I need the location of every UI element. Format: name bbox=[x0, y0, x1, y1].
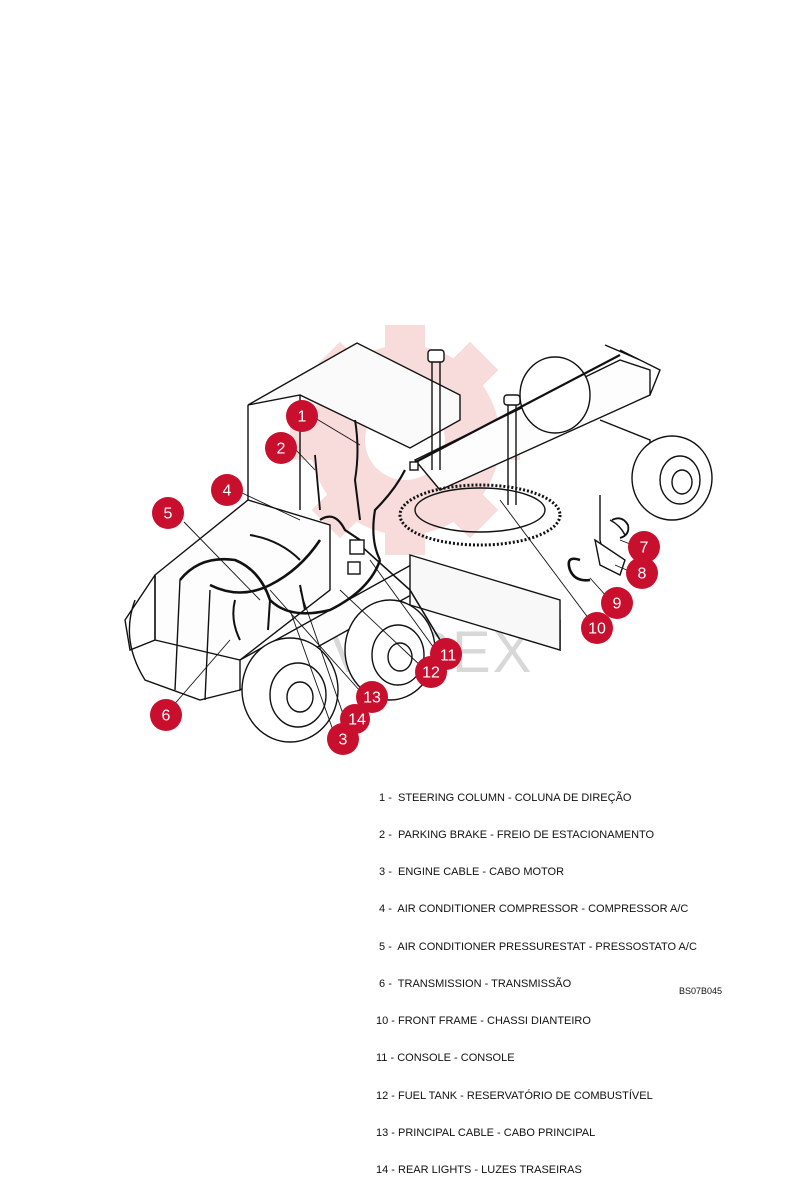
legend-item: 11 - CONSOLE - CONSOLE bbox=[376, 1052, 515, 1065]
callout-label: 10 bbox=[588, 621, 606, 638]
leader-lines bbox=[171, 417, 631, 734]
legend-item: 10 - FRONT FRAME - CHASSI DIANTEIRO bbox=[376, 1015, 591, 1028]
callout-label: 2 bbox=[277, 441, 286, 458]
grader-drawing bbox=[124, 342, 713, 743]
callout-7: 7 bbox=[628, 531, 660, 563]
legend-item: 4 - AIR CONDITIONER COMPRESSOR - COMPRES… bbox=[376, 903, 689, 916]
legend-item: 13 - PRINCIPAL CABLE - CABO PRINCIPAL bbox=[376, 1126, 596, 1139]
legend-item: 6 - TRANSMISSION - TRANSMISSÃO bbox=[376, 977, 572, 990]
callout-label: 12 bbox=[422, 665, 440, 682]
callout-label: 1 bbox=[298, 409, 307, 426]
legend-item: 12 - FUEL TANK - RESERVATÓRIO DE COMBUST… bbox=[376, 1089, 653, 1102]
callout-12: 12 bbox=[415, 656, 447, 688]
callout-1: 1 bbox=[286, 400, 318, 432]
callout-2: 2 bbox=[265, 432, 297, 464]
callout-3: 3 bbox=[327, 723, 359, 755]
callout-9: 9 bbox=[601, 587, 633, 619]
legend-item: 3 - ENGINE CABLE - CABO MOTOR bbox=[376, 866, 565, 879]
callout-label: 9 bbox=[613, 596, 622, 613]
callout-label: 13 bbox=[363, 690, 381, 707]
legend-item: 5 - AIR CONDITIONER PRESSURESTAT - PRESS… bbox=[376, 940, 697, 953]
callout-label: 4 bbox=[223, 483, 232, 500]
callout-label: 5 bbox=[164, 506, 173, 523]
callout-6: 6 bbox=[150, 699, 182, 731]
callout-label: 6 bbox=[162, 708, 171, 725]
callout-13: 13 bbox=[356, 681, 388, 713]
callout-10: 10 bbox=[581, 612, 613, 644]
callout-label: 11 bbox=[440, 648, 457, 665]
machine-diagram: VEPEX bbox=[124, 325, 713, 755]
callout-5: 5 bbox=[152, 497, 184, 529]
callout-label: 7 bbox=[640, 540, 649, 557]
callout-label: 3 bbox=[339, 732, 348, 749]
parts-legend: 1 - STEERING COLUMN - COLUNA DE DIREÇÃO … bbox=[376, 767, 697, 1189]
drawing-code: BS07B045 bbox=[679, 986, 723, 996]
legend-item: 14 - REAR LIGHTS - LUZES TRASEIRAS bbox=[376, 1164, 582, 1176]
callout-label: 14 bbox=[348, 712, 366, 729]
legend-item: 1 - STEERING COLUMN - COLUNA DE DIREÇÃO bbox=[376, 791, 632, 804]
callout-8: 8 bbox=[626, 557, 658, 589]
callout-4: 4 bbox=[211, 474, 243, 506]
callout-label: 8 bbox=[638, 566, 647, 583]
legend-item: 2 - PARKING BRAKE - FREIO DE ESTACIONAME… bbox=[376, 829, 655, 842]
